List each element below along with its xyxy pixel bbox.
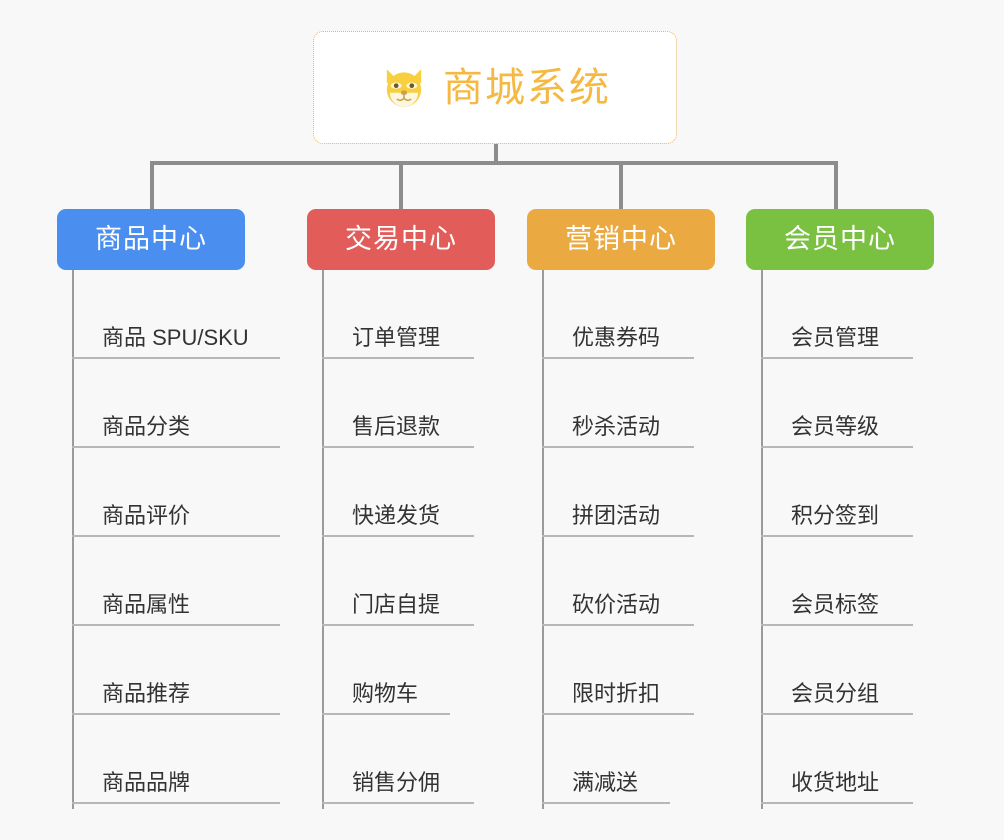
connector-drop-1 bbox=[150, 161, 154, 210]
shiba-dog-icon bbox=[386, 68, 422, 107]
leaf-label: 会员等级 bbox=[791, 414, 880, 439]
leaf-item[interactable]: 订单管理 bbox=[322, 270, 474, 359]
leaf-item[interactable]: 商品推荐 bbox=[72, 626, 280, 715]
leaf-label: 会员分组 bbox=[791, 681, 880, 706]
root-title: 商城系统 bbox=[443, 65, 611, 110]
leaf-item[interactable]: 商品 SPU/SKU bbox=[72, 270, 280, 359]
leaf-label: 门店自提 bbox=[352, 592, 441, 617]
leaf-label: 会员标签 bbox=[791, 592, 880, 617]
leaf-label: 商品分类 bbox=[102, 414, 191, 439]
leaf-label: 销售分佣 bbox=[352, 770, 441, 795]
column-spine bbox=[542, 270, 544, 809]
leaf-label: 积分签到 bbox=[791, 503, 880, 528]
category-header-trade[interactable]: 交易中心 bbox=[307, 209, 495, 270]
leaf-label: 拼团活动 bbox=[572, 503, 661, 528]
leaf-list-product: 商品 SPU/SKU 商品分类 商品评价 商品属性 商品推荐 商品品牌 bbox=[72, 270, 302, 804]
leaf-item[interactable]: 会员标签 bbox=[761, 537, 913, 626]
leaf-label: 商品评价 bbox=[102, 503, 191, 528]
connector-drop-4 bbox=[834, 161, 838, 210]
leaf-label: 订单管理 bbox=[352, 325, 441, 350]
leaf-item[interactable]: 商品评价 bbox=[72, 448, 280, 537]
leaf-item[interactable]: 秒杀活动 bbox=[542, 359, 694, 448]
leaf-label: 商品 SPU/SKU bbox=[102, 325, 249, 350]
leaf-item[interactable]: 商品品牌 bbox=[72, 715, 280, 804]
leaf-item[interactable]: 门店自提 bbox=[322, 537, 474, 626]
column-spine bbox=[322, 270, 324, 809]
category-header-member[interactable]: 会员中心 bbox=[746, 209, 934, 270]
leaf-item[interactable]: 拼团活动 bbox=[542, 448, 694, 537]
leaf-item[interactable]: 会员等级 bbox=[761, 359, 913, 448]
category-title: 会员中心 bbox=[784, 224, 896, 254]
leaf-label: 快递发货 bbox=[352, 503, 441, 528]
leaf-item[interactable]: 会员分组 bbox=[761, 626, 913, 715]
leaf-label: 购物车 bbox=[352, 681, 419, 706]
category-title: 交易中心 bbox=[345, 224, 457, 254]
leaf-label: 砍价活动 bbox=[572, 592, 661, 617]
leaf-label: 商品属性 bbox=[102, 592, 191, 617]
leaf-item[interactable]: 积分签到 bbox=[761, 448, 913, 537]
category-header-product[interactable]: 商品中心 bbox=[57, 209, 245, 270]
leaf-label: 收货地址 bbox=[791, 770, 880, 795]
leaf-item[interactable]: 售后退款 bbox=[322, 359, 474, 448]
category-title: 商品中心 bbox=[95, 224, 207, 254]
leaf-label: 售后退款 bbox=[352, 414, 441, 439]
leaf-item[interactable]: 收货地址 bbox=[761, 715, 913, 804]
leaf-item[interactable]: 限时折扣 bbox=[542, 626, 694, 715]
leaf-item[interactable]: 商品属性 bbox=[72, 537, 280, 626]
leaf-list-marketing: 优惠券码 秒杀活动 拼团活动 砍价活动 限时折扣 满减送 bbox=[542, 270, 772, 804]
column-spine bbox=[761, 270, 763, 809]
connector-drop-2 bbox=[399, 161, 403, 210]
connector-horizontal-bus bbox=[150, 161, 838, 165]
leaf-label: 商品品牌 bbox=[102, 770, 191, 795]
leaf-item[interactable]: 销售分佣 bbox=[322, 715, 474, 804]
leaf-list-trade: 订单管理 售后退款 快递发货 门店自提 购物车 销售分佣 bbox=[322, 270, 552, 804]
connector-root-stem bbox=[494, 144, 498, 164]
category-title: 营销中心 bbox=[565, 224, 677, 254]
leaf-item[interactable]: 会员管理 bbox=[761, 270, 913, 359]
connector-drop-3 bbox=[619, 161, 623, 210]
leaf-item[interactable]: 商品分类 bbox=[72, 359, 280, 448]
category-header-marketing[interactable]: 营销中心 bbox=[527, 209, 715, 270]
leaf-list-member: 会员管理 会员等级 积分签到 会员标签 会员分组 收货地址 bbox=[761, 270, 991, 804]
column-spine bbox=[72, 270, 74, 809]
leaf-item[interactable]: 砍价活动 bbox=[542, 537, 694, 626]
leaf-label: 满减送 bbox=[572, 770, 639, 795]
leaf-item[interactable]: 快递发货 bbox=[322, 448, 474, 537]
leaf-label: 会员管理 bbox=[791, 325, 880, 350]
leaf-item[interactable]: 优惠券码 bbox=[542, 270, 694, 359]
leaf-item[interactable]: 购物车 bbox=[322, 626, 450, 715]
root-node[interactable]: 商城系统 bbox=[313, 31, 677, 144]
leaf-label: 秒杀活动 bbox=[572, 414, 661, 439]
leaf-label: 限时折扣 bbox=[572, 681, 661, 706]
leaf-item[interactable]: 满减送 bbox=[542, 715, 670, 804]
leaf-label: 商品推荐 bbox=[102, 681, 191, 706]
leaf-label: 优惠券码 bbox=[572, 325, 661, 350]
